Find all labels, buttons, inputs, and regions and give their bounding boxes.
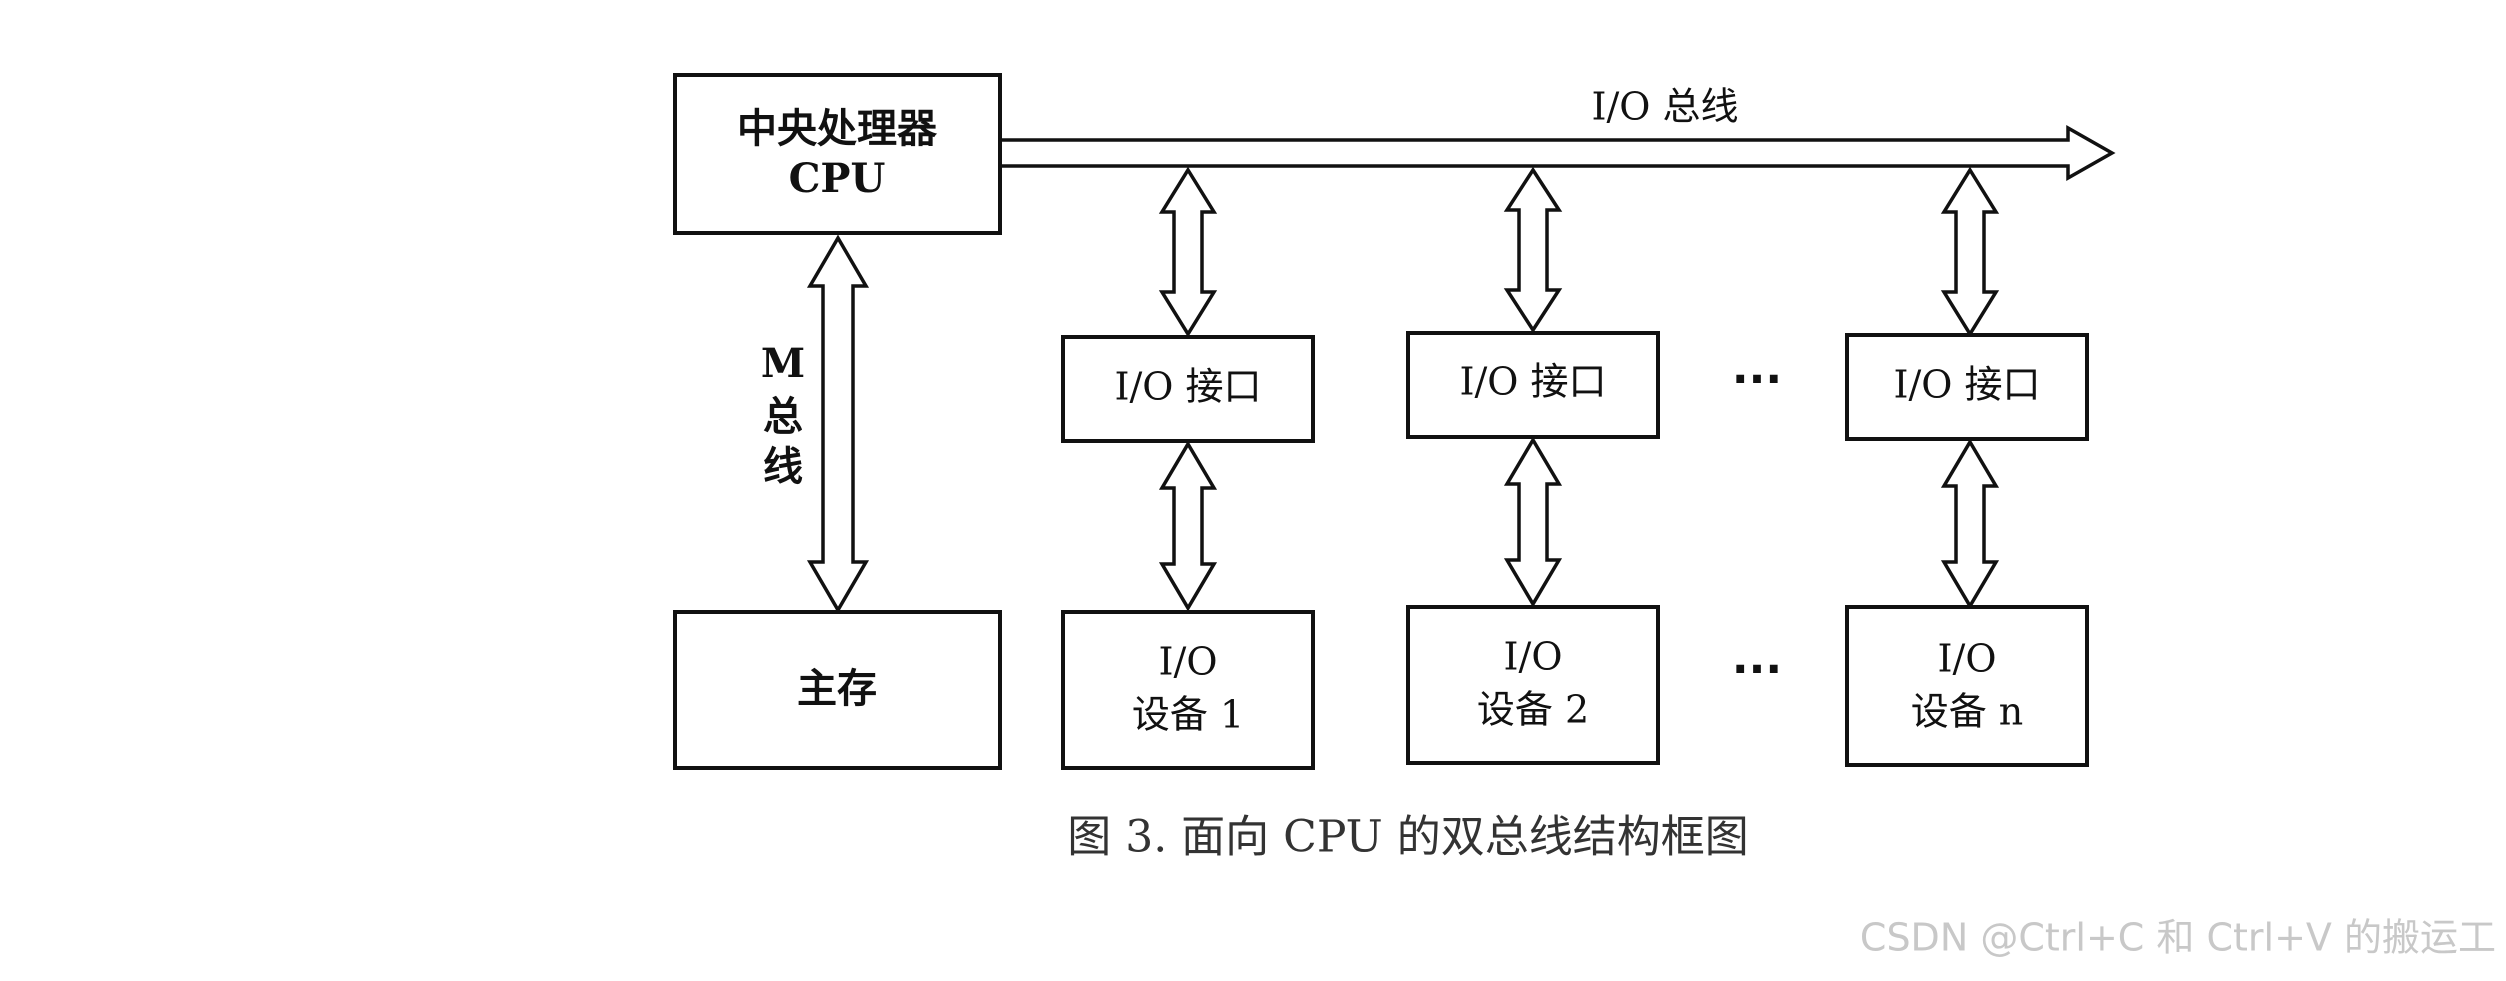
memory-box: [673, 610, 1002, 770]
io-interface-label-3: I/O 接口: [1893, 363, 2040, 407]
ellipsis-interfaces: ···: [1732, 354, 1782, 405]
io-interface-label-2: I/O 接口: [1459, 360, 1606, 404]
io-device-label-2b: 设备 2: [1477, 688, 1589, 732]
m-bus-char-2: 总: [763, 393, 803, 440]
io-device-label-3b: 设备 n: [1911, 690, 2024, 734]
io-interface-label-1: I/O 接口: [1114, 365, 1261, 409]
bus-interface-arrow-2: [1503, 166, 1563, 334]
m-bus-char-1: M: [761, 340, 805, 387]
interface-device-arrow-1: [1158, 440, 1218, 612]
m-bus-char-3: 线: [763, 443, 803, 490]
io-device-label-2a: I/O: [1504, 635, 1563, 679]
bus-interface-arrow-3: [1940, 166, 2000, 338]
watermark: CSDN @Ctrl+C 和 Ctrl+V 的搬运工: [1860, 916, 2496, 960]
io-device-label-1b: 设备 1: [1132, 693, 1244, 737]
interface-device-arrow-2: [1503, 436, 1563, 608]
interface-device-arrow-3: [1940, 438, 2000, 610]
io-interface-box-1: [1061, 335, 1315, 443]
io-device-label-3a: I/O: [1938, 637, 1997, 681]
cpu-label-en: CPU: [789, 155, 886, 202]
memory-label: 主存: [797, 665, 877, 712]
io-bus-arrow: [1000, 124, 2116, 182]
io-device-box-3: [1845, 605, 2089, 767]
cpu-label-cn: 中央处理器: [737, 105, 938, 152]
cpu-box: [673, 73, 1002, 235]
bus-interface-arrow-1: [1158, 166, 1218, 338]
ellipsis-devices: ···: [1732, 644, 1782, 695]
io-device-box-1: [1061, 610, 1315, 770]
io-bus-label: I/O 总线: [1591, 85, 1738, 129]
figure-caption: 图 3. 面向 CPU 的双总线结构框图: [1067, 812, 1749, 863]
io-interface-box-3: [1845, 333, 2089, 441]
io-device-label-1a: I/O: [1159, 640, 1218, 684]
io-device-box-2: [1406, 605, 1660, 765]
m-bus-arrow: [806, 234, 870, 614]
